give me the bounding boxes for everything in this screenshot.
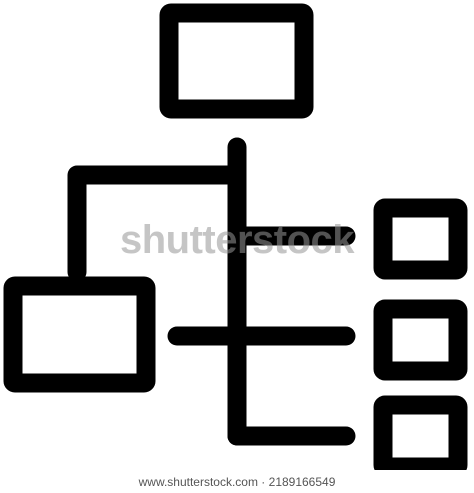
- top-box: [159, 3, 314, 119]
- left-branch-connector: [67, 165, 247, 282]
- footer-text: www.shutterstock.com · 2189166549: [138, 475, 336, 489]
- footer-bar: [0, 470, 474, 493]
- right-box-1: [373, 198, 468, 280]
- right-box-3: [373, 395, 468, 477]
- right-box-2: [373, 299, 468, 381]
- left-box: [3, 276, 156, 393]
